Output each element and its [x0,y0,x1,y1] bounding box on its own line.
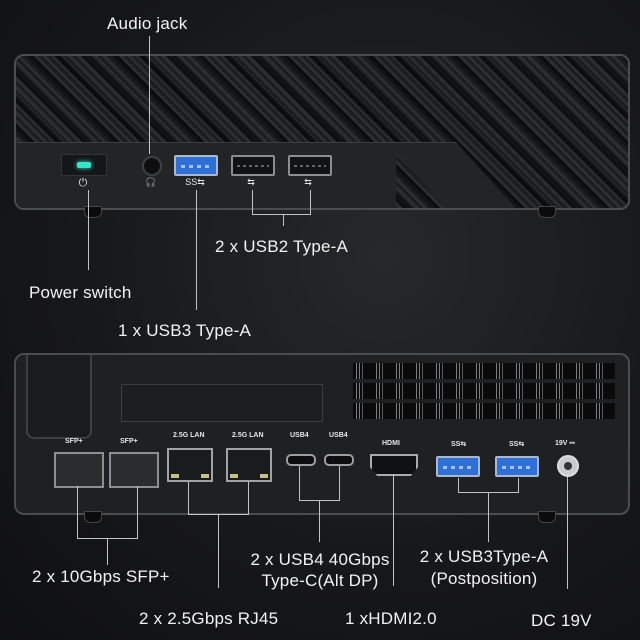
usb3-rear-label-1: SS⇆ [451,441,467,448]
usb4-label-line2: Type-C(Alt DP) [261,571,379,590]
usb3-rear-leader-b [518,478,519,492]
usb4-leader-a [299,466,300,500]
audio-jack-leader [149,36,150,154]
sfp-port-label-1: SFP+ [65,438,83,445]
rear-usb3-port-2[interactable] [495,456,539,477]
hdmi-label: 1 xHDMI2.0 [345,609,437,628]
rear-bracket [26,355,92,439]
usb4-leader-stem [319,500,320,542]
rear-foot-right [538,511,556,523]
usb2-logo-icon: ⇆ [247,177,255,187]
hdmi-port-label: HDMI [382,440,400,447]
usb2-logo-icon: ⇆ [304,177,312,187]
power-switch-label: Power switch [29,283,132,302]
front-usb2-port-2[interactable] [288,155,332,176]
usb4-typec-port-1[interactable] [286,454,316,466]
usb3-rear-label-line1: 2 x USB3Type-A [419,547,549,566]
sfp-port-label-2: SFP+ [120,438,138,445]
rj45-leader-b [248,482,249,514]
lan-port-label-1: 2.5G LAN [173,432,205,439]
usb2-leader-b [310,190,311,214]
power-switch-leader [88,190,89,270]
sfp-port-1[interactable] [54,452,104,488]
hdmi-leader [393,474,394,586]
sfp-port-2[interactable] [109,452,159,488]
usb4-label-line1: 2 x USB4 40Gbps [250,550,390,569]
dc-leader [567,477,568,589]
headphone-icon: 🎧 [145,177,157,187]
sfp-leader-a [77,486,78,538]
dc-power-jack[interactable] [557,455,579,477]
rj45-port-2[interactable] [226,448,272,482]
usb3-rear-leader-a [458,478,459,492]
dc-port-label: 19V ⎓ [555,440,575,447]
usb3-logo-icon: SS⇆ [185,177,205,187]
usb4-port-label-1: USB4 [290,432,309,439]
rear-foot-left [84,511,102,523]
rj45-label: 2 x 2.5Gbps RJ45 [139,609,279,628]
audio-jack-port[interactable] [142,156,162,176]
rear-blank-plate [121,384,323,422]
power-switch[interactable] [61,154,107,176]
rj45-leader-a [188,482,189,514]
usb2-leader-stem [283,214,284,226]
usb3-rear-label-line2: (Postposition) [430,569,538,588]
front-foot-right [538,206,556,218]
usb3-rear-leader-stem [488,492,489,542]
usb2-leader-bridge [252,214,311,215]
rear-usb3-port-1[interactable] [436,456,480,477]
usb4-port-label-2: USB4 [329,432,348,439]
sfp-label: 2 x 10Gbps SFP+ [32,567,170,586]
usb3-label: 1 x USB3 Type-A [118,321,252,340]
front-panel [14,54,630,210]
hdmi-port[interactable] [370,454,418,476]
usb4-typec-port-2[interactable] [324,454,354,466]
usb2-leader-a [252,190,253,214]
audio-jack-label: Audio jack [107,14,188,33]
power-led [77,162,91,168]
front-usb3-port[interactable] [174,155,218,176]
sfp-leader-b [137,486,138,538]
rj45-port-1[interactable] [167,448,213,482]
rear-vent-grill [353,363,615,423]
dc-label: DC 19V [531,611,592,630]
rj45-leader-stem [218,514,219,588]
front-foot-left [84,206,102,218]
power-icon: ⏻ [78,177,88,189]
sfp-leader-stem [107,538,108,565]
lan-port-label-2: 2.5G LAN [232,432,264,439]
usb3-rear-label-2: SS⇆ [509,441,525,448]
front-usb2-port-1[interactable] [231,155,275,176]
usb3-leader [196,190,197,310]
usb2-label: 2 x USB2 Type-A [215,237,349,256]
usb4-leader-b [339,466,340,500]
